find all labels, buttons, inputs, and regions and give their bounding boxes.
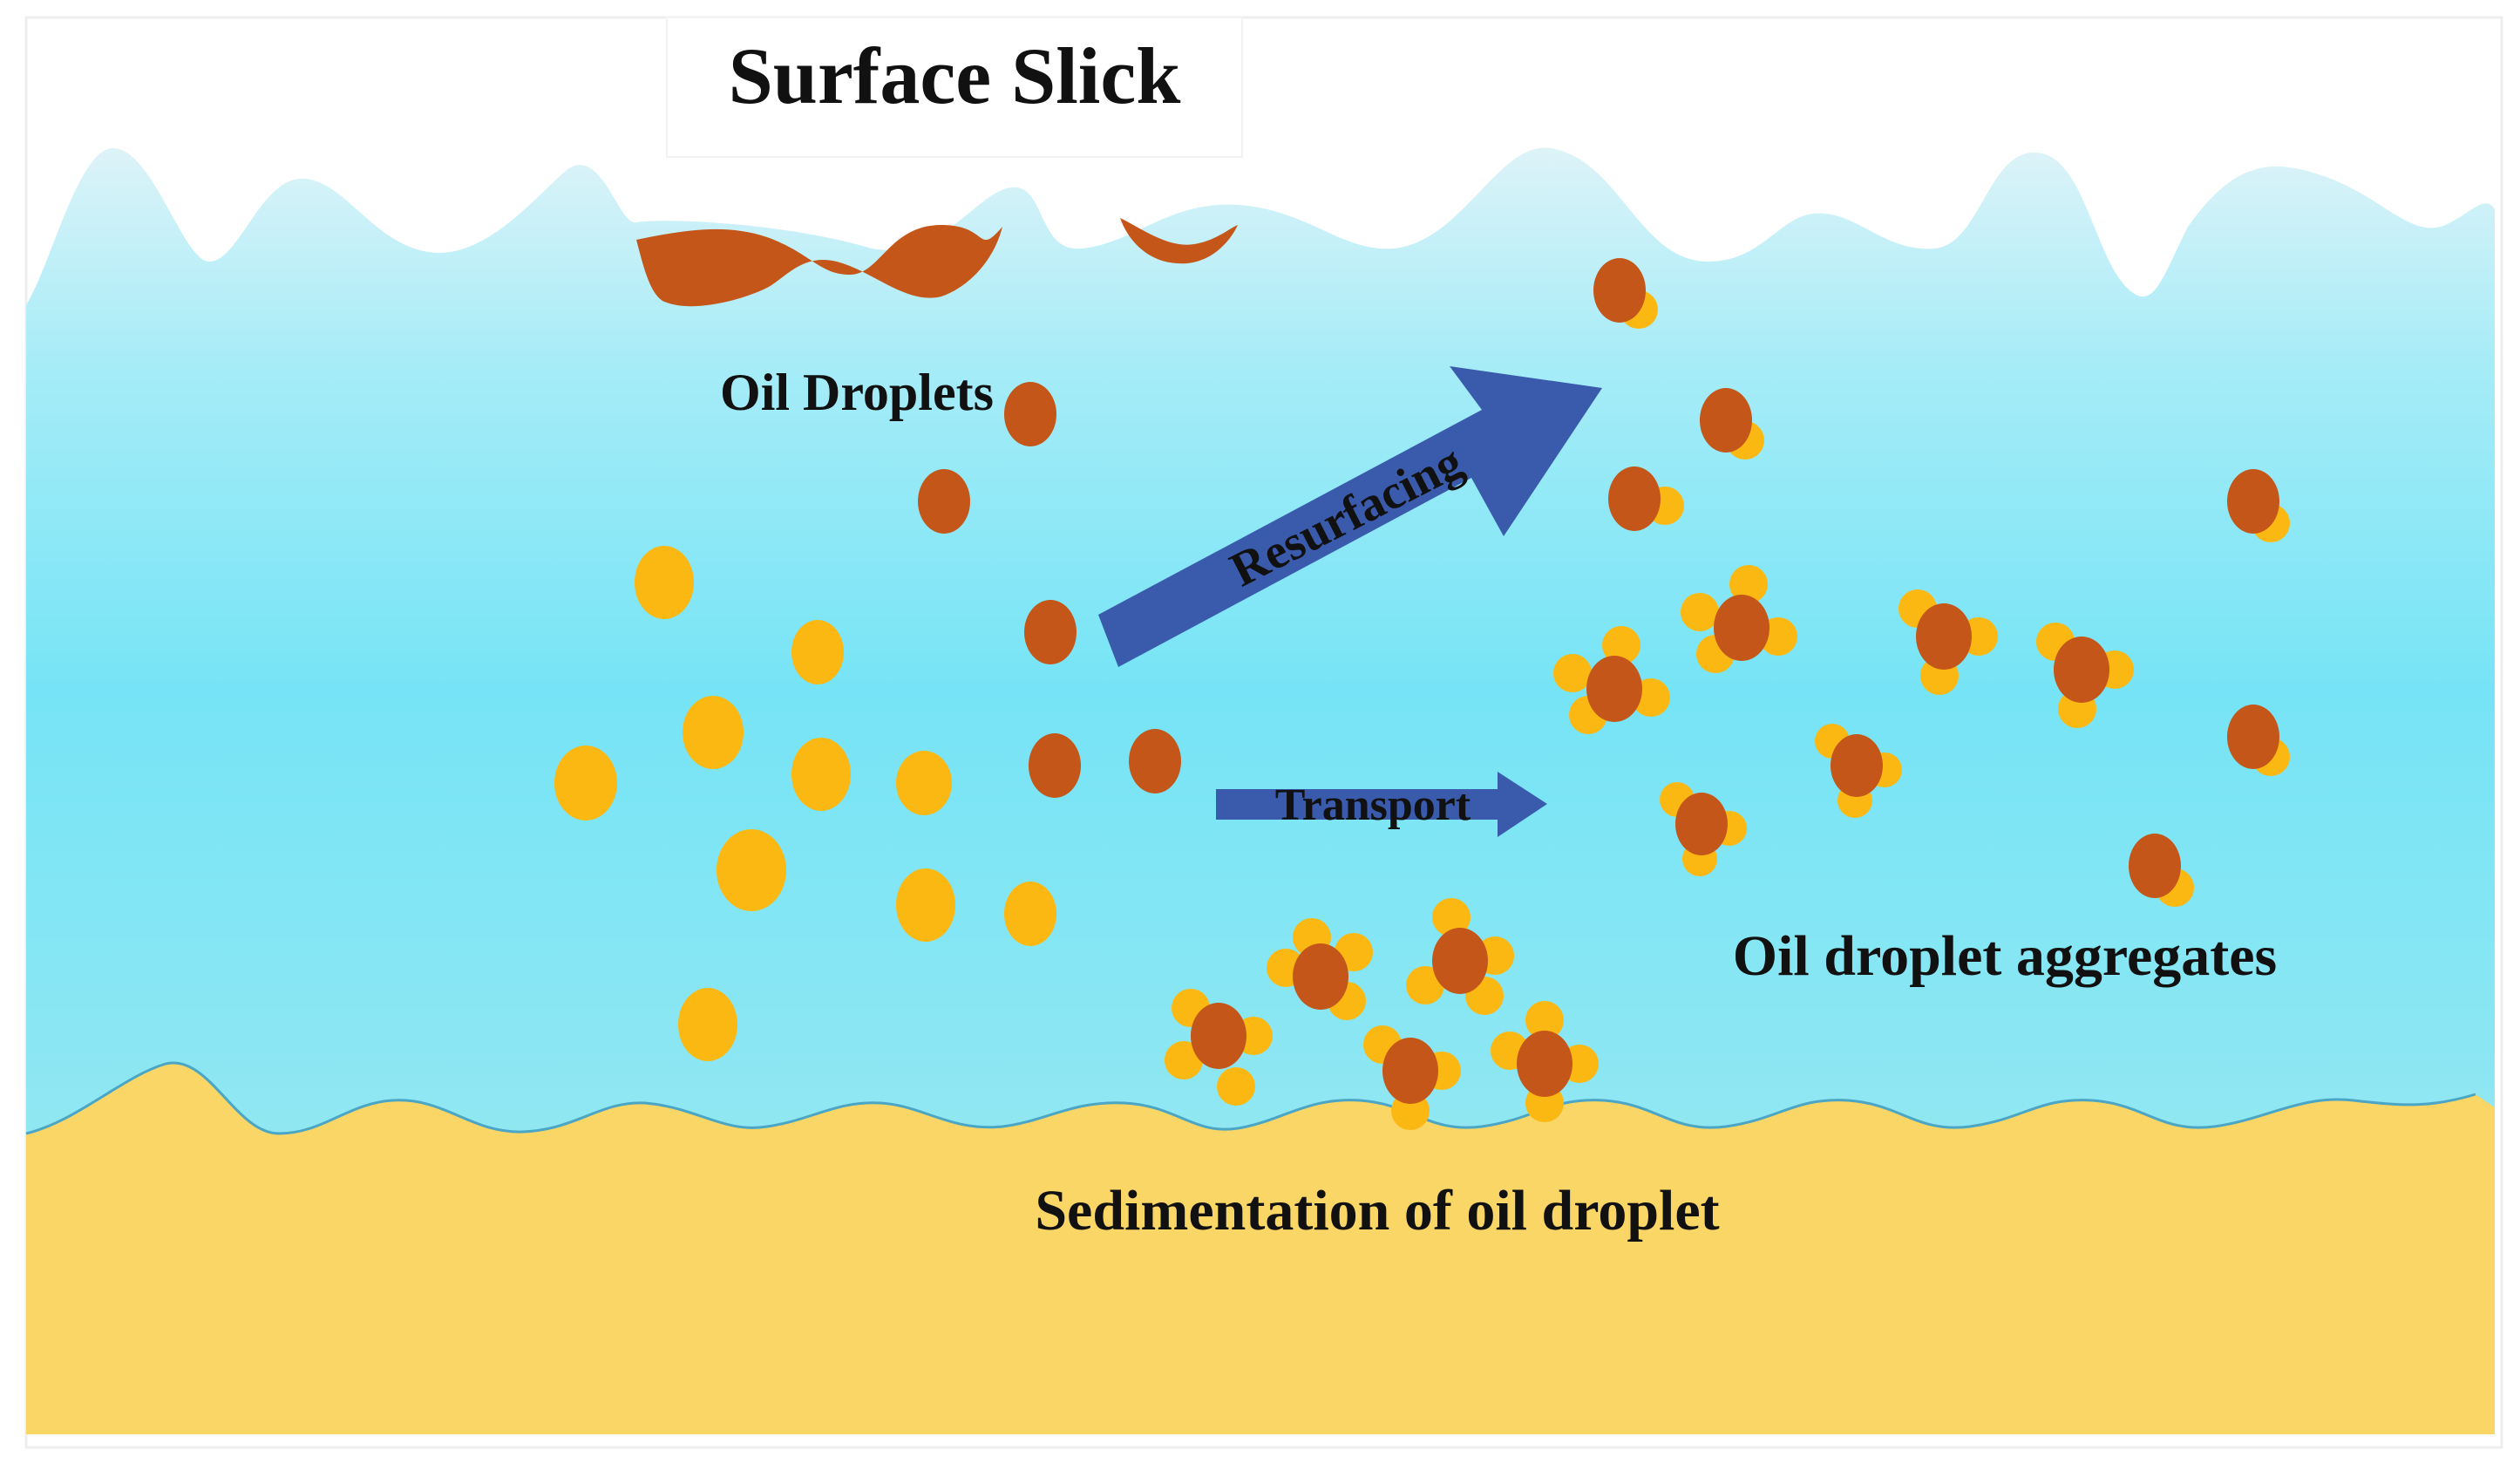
mineral-particles (554, 546, 1056, 1061)
transport-arrow: Transport (1216, 772, 1547, 837)
aggregate (1267, 918, 1373, 1020)
sedimentation-label: Sedimentation of oil droplet (1035, 1179, 1719, 1243)
sediment-wave-line (25, 1061, 2476, 1135)
oil-mineral-pairs (1593, 258, 2290, 907)
oil-droplet (1004, 382, 1056, 446)
aggregate (1165, 989, 1273, 1106)
sediment-bed (26, 1062, 2495, 1434)
oil-droplets (918, 382, 1181, 798)
oil-mineral-pair (2227, 469, 2290, 542)
surface-slick-label: Surface Slick (729, 31, 1182, 120)
oil-droplet (1129, 729, 1181, 793)
aggregate (1491, 1001, 1599, 1122)
transport-label: Transport (1275, 780, 1471, 830)
aggregate (1553, 626, 1670, 734)
aggregate (1681, 565, 1797, 673)
mineral-particle (683, 696, 744, 769)
aggregate (1898, 589, 1998, 695)
aggregates-label: Oil droplet aggregates (1733, 924, 2278, 988)
mineral-particle (554, 746, 617, 821)
surface-slick-label-box (666, 17, 1243, 158)
mineral-particle (717, 829, 786, 911)
oil-mineral-pair (2227, 705, 2290, 776)
aggregate (1406, 898, 1514, 1015)
aggregate (1660, 782, 1747, 876)
surface-slick-oil (636, 225, 1002, 307)
oil-droplets-label: Oil Droplets (720, 364, 994, 421)
oil-mineral-pair (1700, 388, 1764, 460)
surface-slick-oil-small (1120, 218, 1238, 264)
mineral-particle (791, 738, 851, 811)
aggregate (2036, 623, 2134, 728)
water-body (26, 147, 2495, 1134)
oil-mineral-pair (1608, 466, 1684, 531)
oil-mineral-pair (1593, 258, 1658, 329)
mineral-particle (896, 751, 952, 815)
oil-droplet (918, 469, 970, 534)
mineral-particle (896, 868, 955, 942)
aggregate (1363, 1025, 1461, 1130)
aggregate (1815, 724, 1902, 818)
mineral-particle (791, 620, 844, 684)
mineral-particle (678, 988, 737, 1061)
mineral-particle (635, 546, 694, 619)
oil-droplet (1024, 600, 1077, 664)
oil-droplet-aggregates (1165, 565, 2134, 1130)
oil-mineral-pair (2129, 834, 2194, 907)
oil-droplet (1029, 733, 1081, 798)
mineral-particle (1004, 882, 1056, 946)
